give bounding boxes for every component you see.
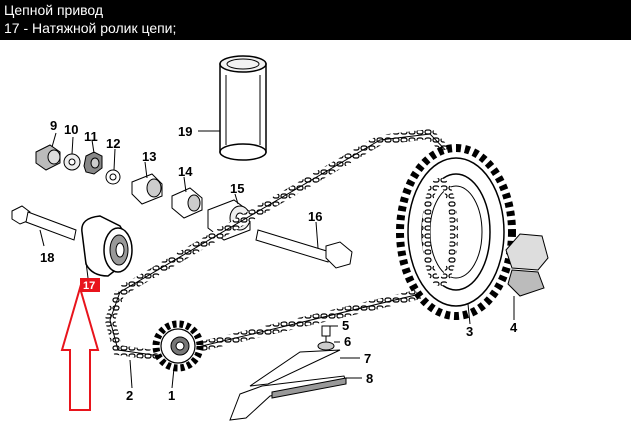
label-7: 7 — [364, 351, 371, 366]
part-8-rail — [229, 375, 362, 421]
part-17-tension-roller — [81, 215, 133, 277]
label-17: 17 — [83, 280, 95, 292]
label-10: 10 — [64, 122, 78, 137]
label-16: 16 — [308, 209, 322, 224]
label-13: 13 — [142, 149, 156, 164]
label-5: 5 — [342, 318, 349, 333]
part-6-washer — [317, 341, 340, 351]
label-3: 3 — [466, 324, 473, 339]
label-18: 18 — [40, 250, 54, 265]
label-14: 14 — [178, 164, 193, 179]
part-4-damper — [505, 233, 549, 320]
part-18-bolt — [11, 205, 77, 247]
label-6: 6 — [344, 334, 351, 349]
label-9: 9 — [50, 118, 57, 133]
part-12-ring — [105, 148, 121, 185]
part-13-spacer — [131, 161, 163, 205]
parts-diagram: 9 10 11 12 13 14 15 16 19 18 17 2 1 3 4 … — [11, 55, 549, 421]
pointer-arrow — [60, 284, 100, 411]
part-16-bolt — [255, 221, 353, 269]
label-11: 11 — [84, 129, 98, 144]
label-19: 19 — [178, 124, 192, 139]
part-5-screw — [321, 325, 338, 344]
part-1-front-sprocket — [152, 320, 204, 389]
part-14-bushing — [171, 176, 203, 219]
label-1: 1 — [168, 388, 175, 403]
label-12: 12 — [106, 136, 120, 151]
part-3-rear-sprocket — [396, 144, 516, 325]
label-2: 2 — [126, 388, 133, 403]
part-7-guide — [249, 349, 360, 387]
label-8: 8 — [366, 371, 373, 386]
page-title: Цепной привод — [4, 2, 104, 18]
label-15: 15 — [230, 181, 244, 196]
part-19-sleeve — [198, 55, 267, 161]
part-11-nut — [83, 139, 103, 175]
label-4: 4 — [510, 320, 518, 335]
page-subtitle: 17 - Натяжной ролик цепи; — [4, 20, 177, 36]
part-9-cap — [35, 132, 61, 171]
part-10-washer — [63, 136, 81, 171]
header-bar: Цепной привод 17 - Натяжной ролик цепи; — [0, 0, 631, 40]
part-17-highlight — [80, 261, 100, 292]
